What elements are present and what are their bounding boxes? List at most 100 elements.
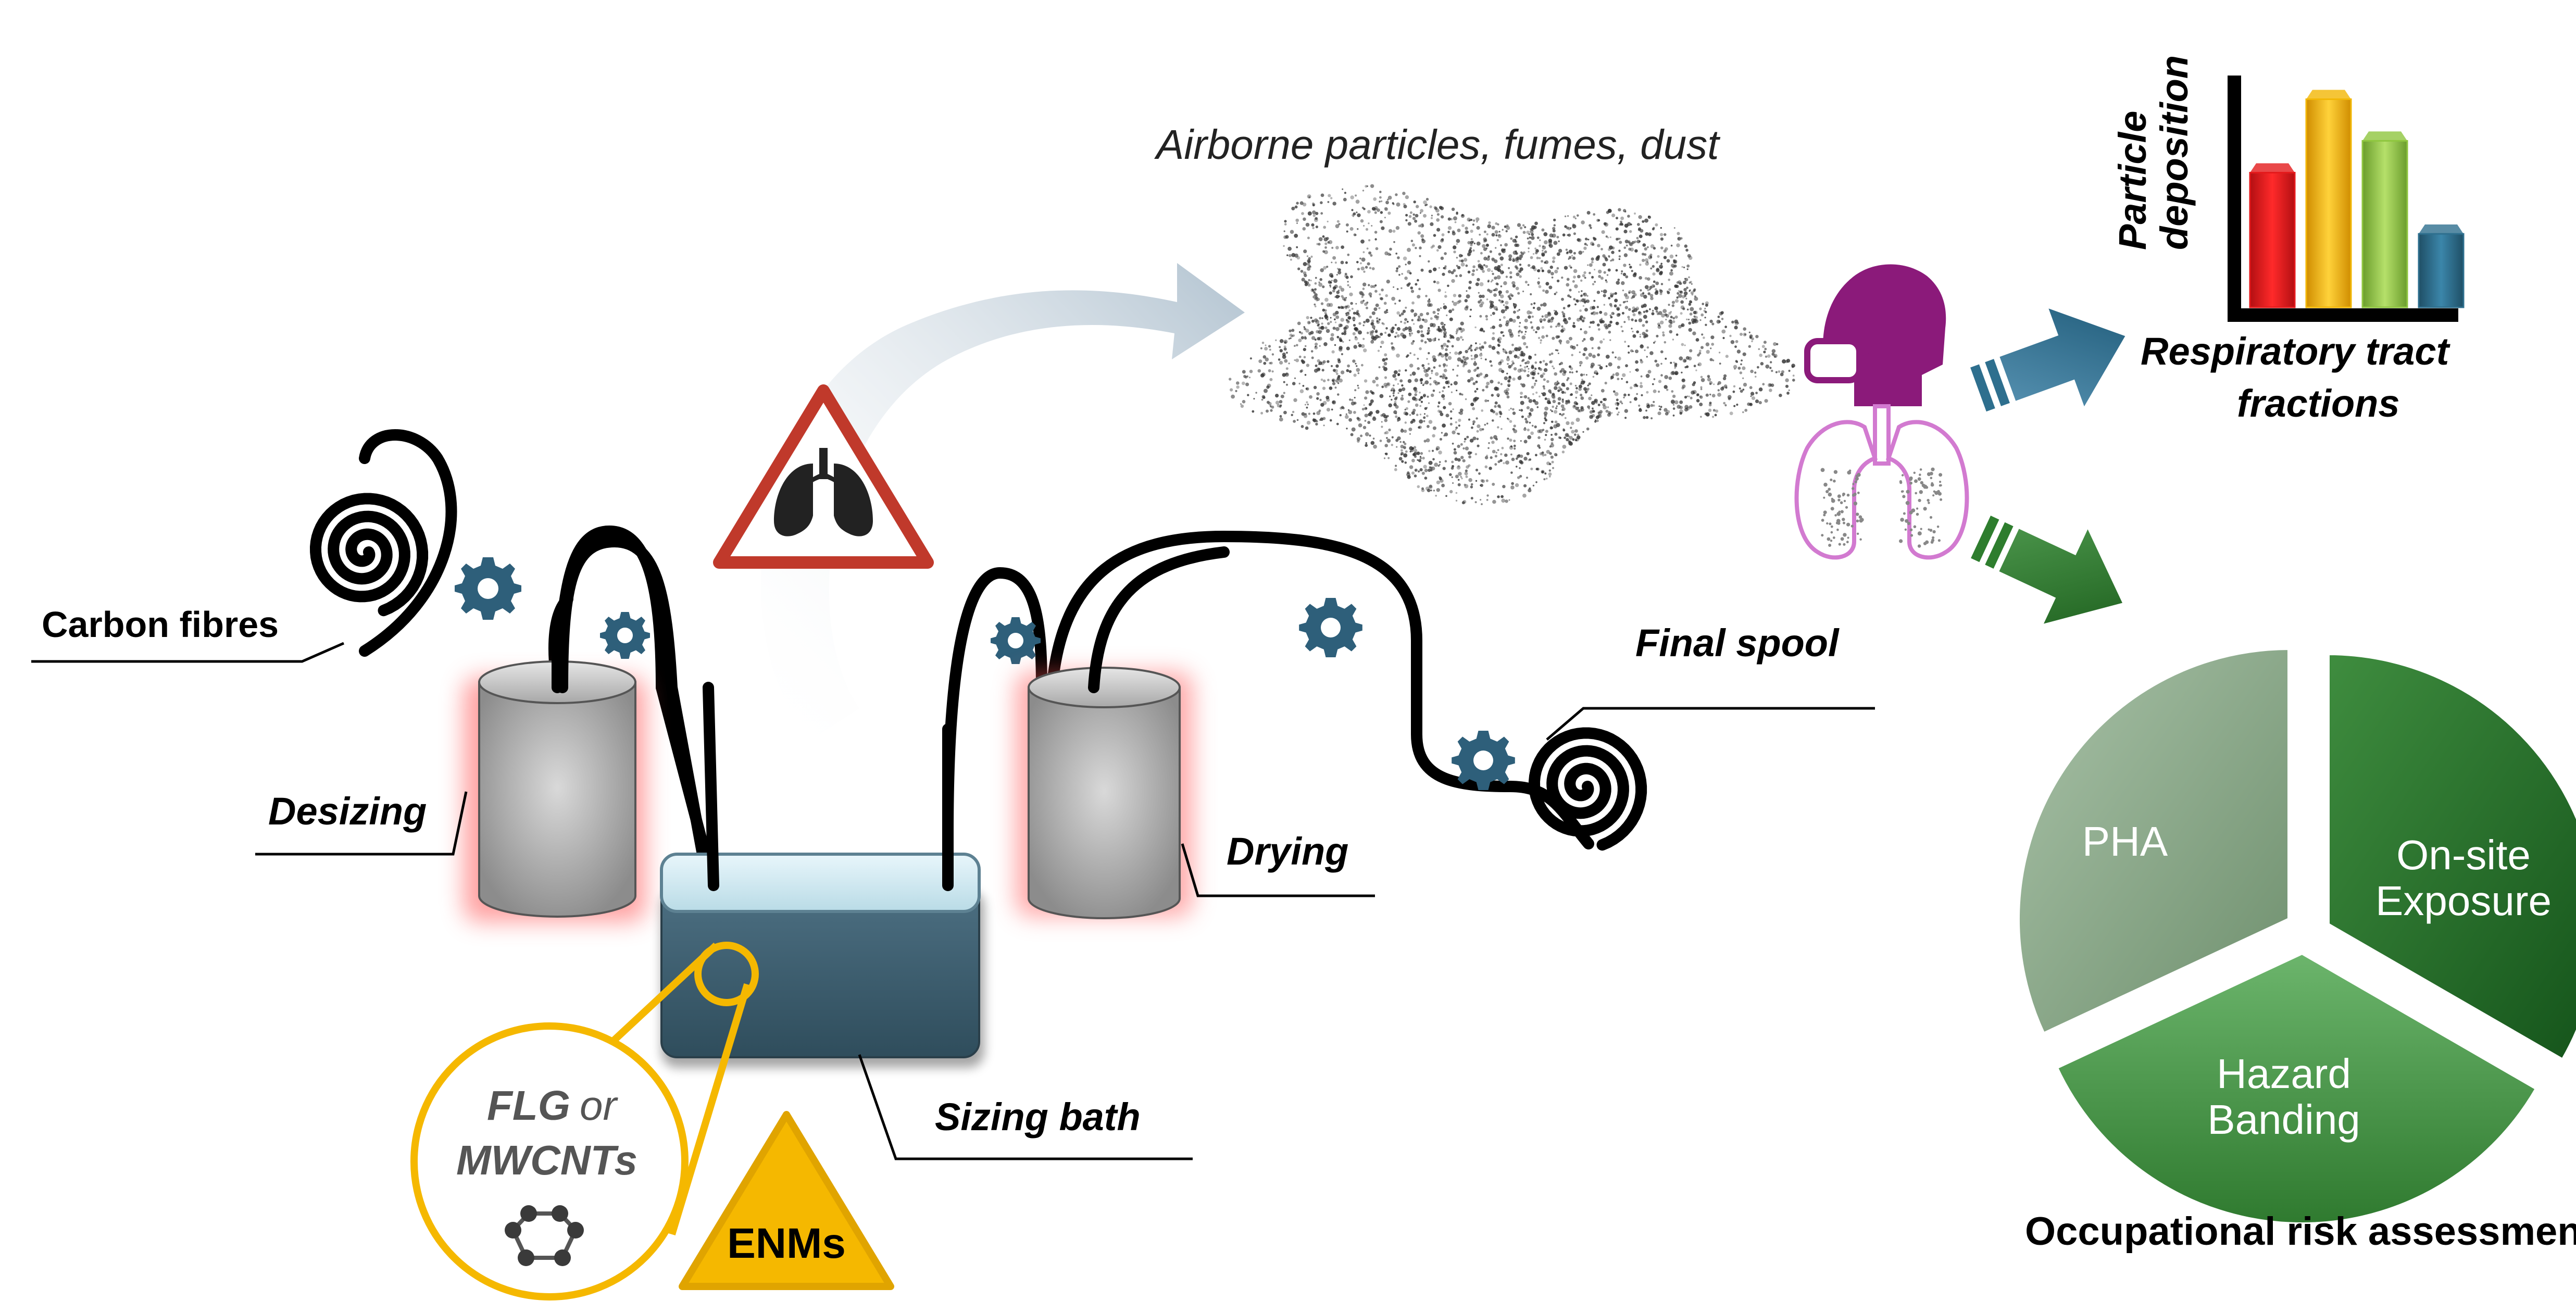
particle-dot [1431,372,1433,374]
particle-dot [1594,269,1596,271]
particle-dot [1432,458,1435,461]
particle-dot [1465,227,1468,230]
particle-dot [1407,471,1410,474]
particle-dot [1380,340,1384,344]
particle-dot [1644,253,1647,256]
pie-segment [2016,646,2291,1036]
particle-dot [1264,389,1268,393]
particle-dot [1326,266,1329,268]
particle-dot [1359,291,1363,295]
particle-dot [1660,237,1664,241]
particle-dot [1638,311,1642,316]
particle-dot [1399,379,1403,383]
particle-dot [1519,257,1522,260]
particle-dot [1533,267,1535,269]
particle-dot [1514,354,1518,358]
particle-dot [1327,322,1330,326]
particle-dot [1242,370,1246,374]
particle-dot [1412,340,1415,343]
particle-dot [1425,204,1428,206]
particle-dot [1315,320,1320,324]
particle-dot [1760,362,1764,366]
lung-particle-dot [1820,468,1825,472]
particle-dot [1363,321,1366,323]
particle-dot [1670,244,1673,247]
particle-dot [1544,439,1546,441]
particle-dot [1509,276,1512,279]
particle-dot [1650,296,1654,301]
particle-dot [1338,347,1343,352]
particle-dot [1341,245,1345,249]
particle-dot [1718,320,1721,323]
particle-dot [1459,274,1462,277]
particle-dot [1590,336,1594,341]
particle-dot [1544,419,1547,422]
particle-dot [1583,330,1587,334]
particle-dot [1556,252,1560,256]
particle-dot [1403,429,1407,433]
particle-dot [1400,452,1404,455]
particle-dot [1441,325,1445,329]
particle-dot [1342,341,1344,343]
particle-dot [1697,362,1702,367]
particle-dot [1427,299,1431,303]
particle-dot [1627,345,1630,347]
particle-dot [1577,238,1580,242]
particle-dot [1592,410,1595,413]
particle-dot [1466,290,1468,292]
particle-dot [1445,364,1448,367]
particle-dot [1591,394,1593,396]
particle-dot [1482,428,1484,431]
lung-particle-dot [1919,473,1921,476]
particle-dot [1689,281,1691,284]
particle-dot [1345,312,1347,315]
particle-dot [1649,285,1653,289]
particle-dot [1417,357,1419,360]
particle-dot [1474,348,1477,351]
particle-dot [1611,351,1614,354]
particle-dot [1309,395,1312,399]
particle-dot [1324,317,1328,320]
particle-dot [1341,353,1343,356]
particle-dot [1309,265,1311,268]
particle-dot [1357,387,1360,389]
particle-dot [1332,369,1336,372]
occupational-risk-label: Occupational risk assessment [2025,1209,2576,1254]
particle-dot [1638,215,1642,219]
particle-dot [1628,247,1632,251]
particle-dot [1768,383,1772,387]
particle-dot [1329,386,1333,390]
particle-dot [1448,341,1451,343]
pie-segment-label: Banding [2207,1096,2360,1143]
particle-dot [1625,381,1629,383]
particle-dot [1362,287,1365,290]
particle-dot [1537,270,1540,272]
particle-dot [1544,250,1547,254]
particle-dot [1445,495,1447,497]
particle-dot [1283,347,1287,351]
particle-dot [1654,341,1656,343]
particle-dot [1509,293,1512,296]
particle-dot [1583,338,1586,341]
particle-dot [1519,255,1523,259]
particle-dot [1542,385,1545,388]
particle-dot [1476,221,1478,223]
particle-dot [1645,329,1648,332]
particle-dot [1449,317,1453,321]
particle-dot [1597,328,1600,331]
particle-dot [1572,322,1575,324]
particle-dot [1575,370,1578,373]
particle-dot [1635,369,1637,371]
particle-dot [1430,246,1433,249]
particle-dot [1375,303,1379,307]
particle-dot [1384,418,1388,422]
particle-dot [1509,439,1512,442]
particle-dot [1546,449,1550,454]
particle-dot [1507,363,1509,365]
particle-dot [1521,383,1525,387]
particle-dot [1615,372,1619,377]
lung-particle-dot [1905,519,1909,523]
particle-dot [1455,499,1458,502]
particle-dot [1371,311,1375,315]
